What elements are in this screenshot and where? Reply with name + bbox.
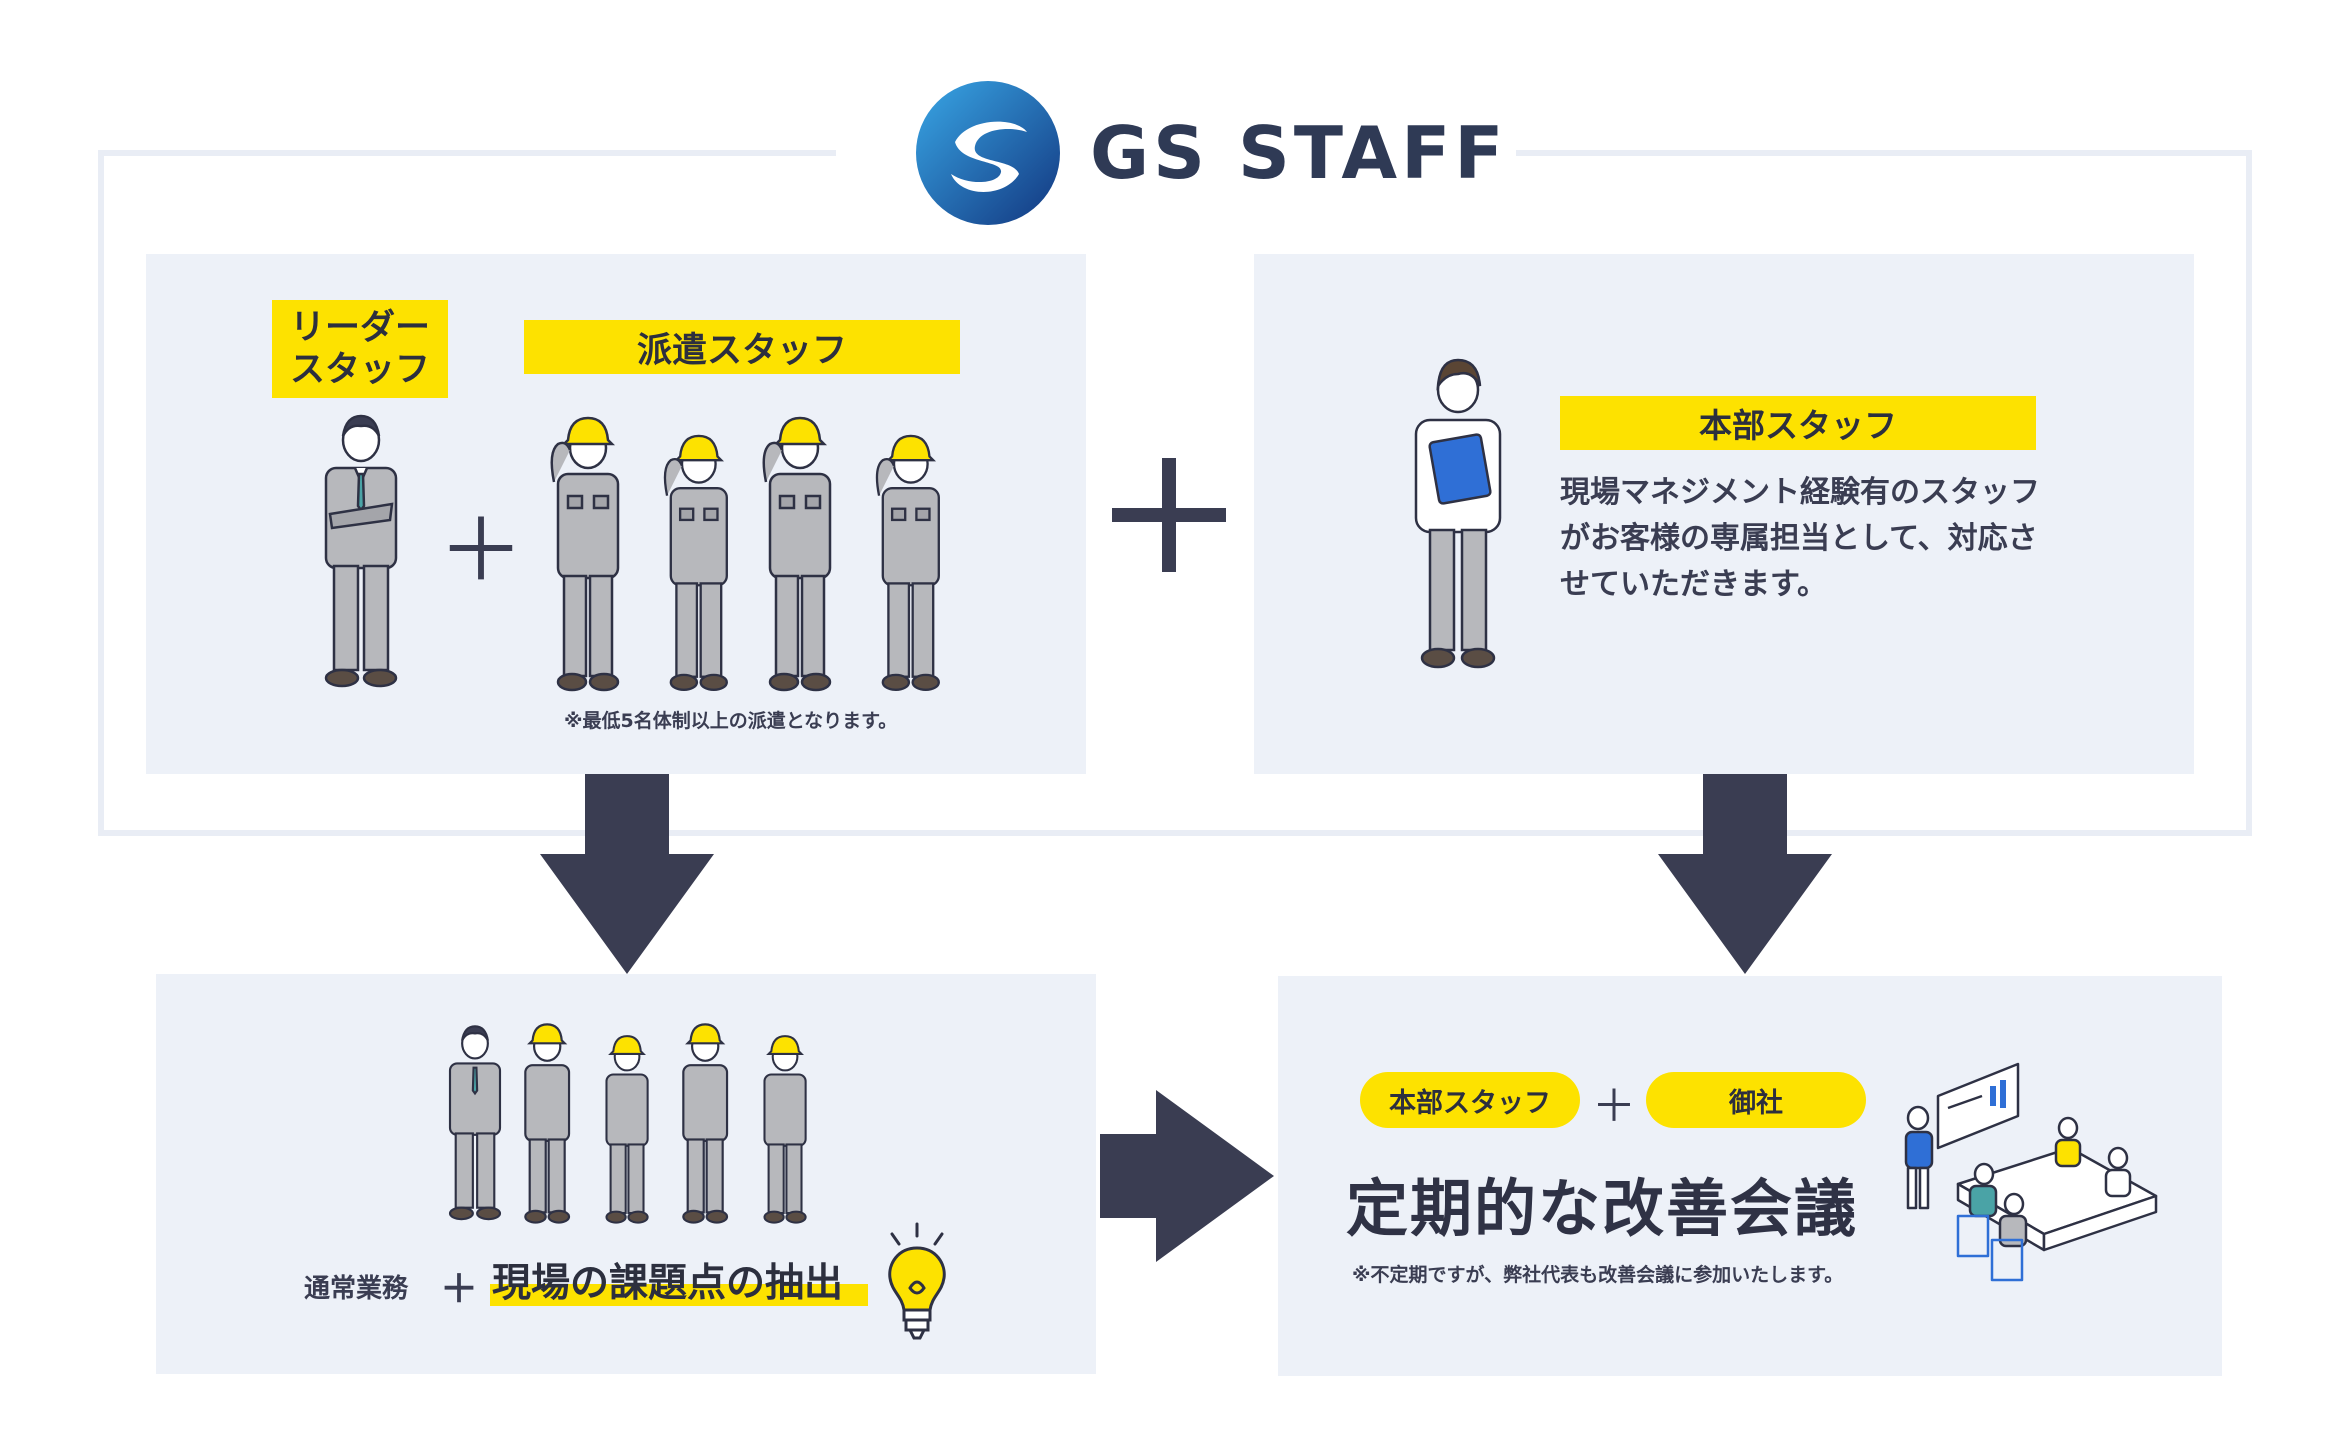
worker-figure-icon <box>605 1035 649 1224</box>
leader-staff-label: リーダー スタッフ <box>272 300 448 398</box>
hq-staff-panel <box>1254 254 2194 774</box>
meeting-title: 定期的な改善会議 <box>1346 1172 1859 1245</box>
dispatch-staff-label: 派遣スタッフ <box>524 320 960 374</box>
worker-figure-icon <box>763 1035 807 1224</box>
hq-staff-pill: 本部スタッフ <box>1360 1072 1580 1128</box>
hq-staff-description: 現場マネジメント経験有のスタッフ がお客様の専属担当として、対応さ せていただき… <box>1560 470 2100 608</box>
worker-figure-icon <box>762 416 832 692</box>
leader-figure-icon <box>324 414 398 688</box>
brand-name: GS STAFF <box>1090 111 1508 195</box>
arrow-down-icon <box>1658 774 1832 974</box>
plus-icon: ＋ <box>1592 1081 1636 1132</box>
issue-extraction-label: 現場の課題点の抽出 <box>492 1261 844 1306</box>
worker-figure-icon <box>524 1023 571 1224</box>
worker-figure-icon <box>663 434 728 691</box>
description-line: がお客様の専属担当として、対応さ <box>1560 521 2038 556</box>
description-line: せていただきます。 <box>1560 567 1827 602</box>
meeting-illustration-icon <box>1904 1062 2158 1282</box>
hq-staff-figure-icon <box>1414 358 1502 669</box>
hq-staff-label: 本部スタッフ <box>1560 396 2036 450</box>
gs-logo-icon <box>916 81 1060 225</box>
plus-icon <box>1112 458 1226 572</box>
highlight-underline <box>490 1284 868 1306</box>
arrow-right-icon <box>1100 1090 1274 1262</box>
plus-icon: ＋ <box>438 501 524 601</box>
arrow-down-icon <box>540 774 714 974</box>
normal-work-label: 通常業務 <box>304 1274 409 1304</box>
worker-figure-icon <box>550 416 620 692</box>
worker-figure-icon <box>875 434 940 691</box>
description-line: 現場マネジメント経験有のスタッフ <box>1560 475 2040 510</box>
worker-figure-icon <box>682 1023 729 1224</box>
client-pill: 御社 <box>1646 1072 1866 1128</box>
lightbulb-icon <box>888 1222 946 1340</box>
minimum-staff-note: ※最低5名体制以上の派遣となります。 <box>564 710 898 732</box>
meeting-note: ※不定期ですが、弊社代表も改善会議に参加いたします。 <box>1352 1264 1844 1286</box>
plus-icon: ＋ <box>440 1267 479 1311</box>
leader-figure-icon <box>448 1025 502 1221</box>
